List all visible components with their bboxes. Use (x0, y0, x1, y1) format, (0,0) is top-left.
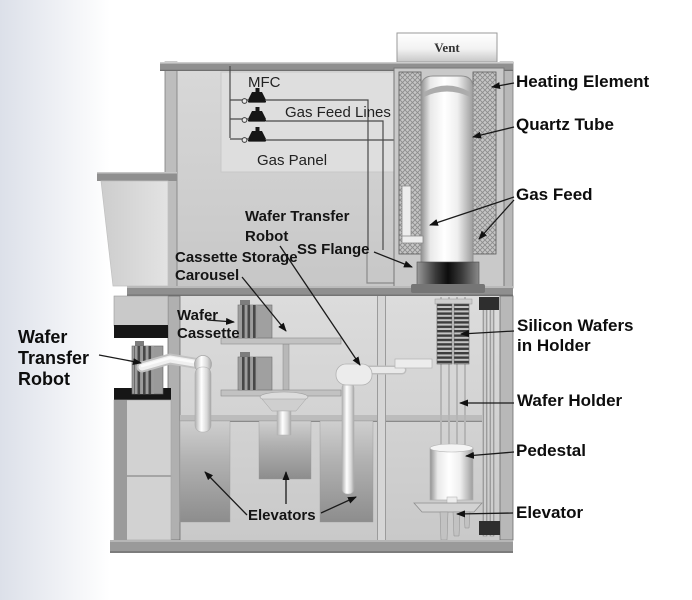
label-gas-panel: Gas Panel (257, 152, 327, 169)
quartz-tube (420, 75, 474, 269)
label-wtr-center-line1: Wafer Transfer (245, 208, 350, 225)
left-tower-top-panel (113, 295, 169, 327)
label-quartz-tube: Quartz Tube (516, 115, 614, 134)
leader-quartz-tube (472, 126, 515, 139)
vent-label: Vent (434, 40, 460, 55)
leader-gas-feed-a (429, 196, 515, 226)
label-pedestal: Pedestal (516, 441, 586, 460)
leader-ss-flange (373, 251, 413, 268)
load-port-black-bar-top (114, 325, 168, 338)
label-carousel-line1: Cassette Storage (175, 249, 298, 266)
leader-heating-element (491, 82, 515, 90)
leader-wtr-center (279, 245, 361, 366)
left-ledge-bar (97, 172, 177, 181)
bottom-bar (110, 540, 513, 553)
left-tower-cabinet-strip (114, 400, 127, 540)
label-silicon-wafers-line2: in Holder (517, 336, 591, 355)
leader-elevators-1 (204, 471, 248, 516)
mfc-valve-2 (241, 107, 266, 123)
label-wafer-holder: Wafer Holder (517, 391, 623, 410)
leader-silicon-wafers (460, 330, 515, 338)
label-heating-element: Heating Element (516, 72, 650, 91)
wafer-cassette-1 (237, 300, 273, 339)
quartz-tube-mouth (424, 85, 470, 97)
label-wtr-left-line1: Wafer (18, 327, 67, 347)
label-silicon-wafers-line1: Silicon Wafers (517, 316, 634, 335)
leader-wafer-cassette (206, 317, 235, 325)
lower-chamber-right-wall (499, 295, 514, 541)
gas-feed-pipe (401, 185, 412, 242)
elevator-fork (413, 496, 483, 541)
background-tint (0, 0, 110, 600)
vent-box (396, 32, 498, 63)
leader-pedestal (465, 451, 515, 459)
wafer-transfer-robot-left-arm (136, 353, 212, 433)
mfc-valve-1 (241, 88, 266, 104)
carousel-funnel (261, 398, 307, 412)
partition-wall (377, 296, 386, 540)
gas-panel-box (220, 71, 395, 173)
label-wtr-left-line2: Transfer (18, 348, 89, 368)
flange-base-collar (411, 284, 485, 293)
label-mfc: MFC (248, 74, 281, 91)
rail-cap-top (479, 297, 499, 310)
leader-carousel (241, 276, 287, 332)
gas-feed-elbow (401, 235, 424, 244)
label-elevator: Elevator (516, 503, 583, 522)
carousel-pillar (276, 410, 292, 436)
wafer-transfer-robot-inner (335, 358, 433, 495)
label-wafer-cassette-line1: Wafer (177, 307, 218, 324)
upper-cabinet-top-bar (160, 62, 513, 71)
left-slab-panel (100, 180, 169, 287)
chamber-floor-shelf (180, 415, 482, 421)
label-elevators: Elevators (248, 507, 316, 524)
gas-pipe-2 (266, 120, 384, 250)
carousel-shelf-top (220, 337, 342, 345)
label-ss-flange: SS Flange (297, 241, 370, 258)
label-wafer-cassette-line2: Cassette (177, 325, 240, 342)
label-carousel-line2: Carousel (175, 267, 239, 284)
leader-elevator (456, 510, 514, 518)
mid-divider-bar (127, 286, 513, 296)
mfc-valve-3 (241, 127, 266, 143)
label-gas-feed-lines: Gas Feed Lines (285, 104, 391, 121)
elevator-cylinder-1 (179, 420, 231, 523)
leader-elevators-3 (320, 496, 357, 514)
wafer-cassette-2 (237, 352, 273, 391)
label-gas-feed: Gas Feed (516, 185, 593, 204)
rail-cap-bottom (479, 521, 500, 535)
label-wtr-center-line2: Robot (245, 228, 288, 245)
carousel-column-upper (282, 343, 290, 391)
leader-wtr-left (98, 354, 142, 365)
leader-gas-feed-b (478, 199, 515, 240)
elevator-rail-left (482, 297, 488, 537)
pedestal (429, 443, 474, 501)
gas-pipe-1 (266, 99, 369, 250)
heating-element-right (472, 71, 497, 255)
label-wtr-left-line3: Robot (18, 369, 70, 389)
elevator-rail-right (489, 297, 495, 537)
